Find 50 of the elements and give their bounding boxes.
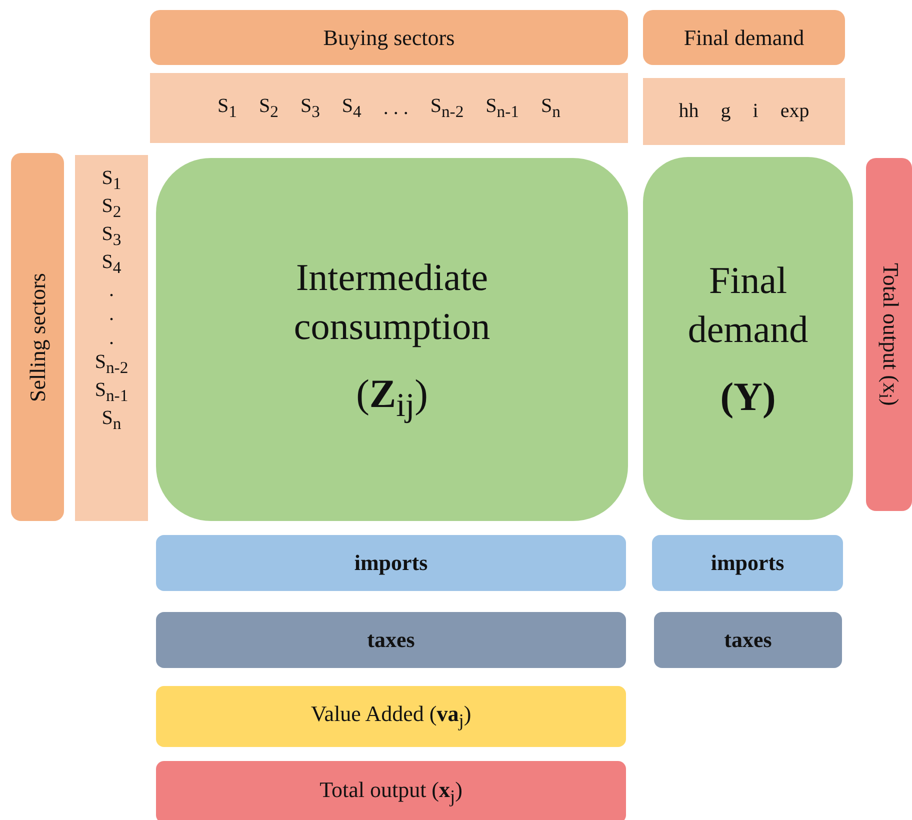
sector-code: S$_{3}$ xyxy=(102,223,122,250)
category-strip xyxy=(643,78,845,145)
row-bar xyxy=(156,612,626,668)
block-label: Final demand xyxy=(686,258,810,353)
sector-code: . xyxy=(109,303,114,326)
header-bar xyxy=(150,10,628,65)
block-label: (Y) xyxy=(720,373,776,420)
row-label: Total output (x$_{j}$) xyxy=(320,776,462,808)
sector-code: . xyxy=(109,279,114,302)
sector-code: S$_{3}$ xyxy=(300,94,320,122)
header-label: Final demand xyxy=(684,24,804,50)
sector-code: S$_{1}$ xyxy=(102,167,122,194)
row-bar xyxy=(652,535,843,591)
row-label: taxes xyxy=(367,627,415,653)
sector-code: S$_{4}$ xyxy=(342,94,362,122)
row-label: taxes xyxy=(724,627,772,653)
header-bar xyxy=(11,153,64,521)
sector-code: S$_{2}$ xyxy=(102,195,122,222)
sector-code: S$_{1}$ xyxy=(218,94,237,122)
category-code: g xyxy=(720,100,731,123)
sector-strip xyxy=(150,73,628,143)
sector-code: S$_{2}$ xyxy=(258,94,278,122)
sector-code: S$_{4}$ xyxy=(102,251,122,278)
total-bar xyxy=(866,158,912,511)
row-bar xyxy=(156,535,626,591)
header-label: Buying sectors xyxy=(323,24,455,50)
matrix-block xyxy=(156,158,628,521)
sector-code: . . . xyxy=(383,96,408,120)
sector-code: S$_{n}$ xyxy=(102,407,122,434)
sector-code: . xyxy=(109,327,114,350)
row-bar xyxy=(156,761,626,820)
row-label: Value Added (va$_{j}$) xyxy=(310,701,472,732)
row-label: imports xyxy=(710,550,784,576)
header-bar xyxy=(643,10,845,65)
row-label: imports xyxy=(354,550,428,576)
row-bar xyxy=(156,686,626,747)
sector-code: S$_{n-1}$ xyxy=(486,94,519,122)
sector-code: S$_{n-1}$ xyxy=(94,379,128,406)
matrix-block xyxy=(643,157,853,520)
category-code: hh xyxy=(678,100,699,123)
category-code: exp xyxy=(780,100,810,123)
header-label: Selling sectors xyxy=(24,272,50,402)
sector-code: S$_{n}$ xyxy=(541,94,560,122)
row-bar xyxy=(654,612,842,668)
block-label: (Z$_{ij}$) xyxy=(356,370,428,426)
block-label: Intermediate consumption xyxy=(292,256,492,350)
sector-code: S$_{n-2}$ xyxy=(94,351,128,378)
sector-code: S$_{n-2}$ xyxy=(430,94,464,122)
category-code: i xyxy=(752,100,758,123)
sector-strip xyxy=(75,155,148,521)
